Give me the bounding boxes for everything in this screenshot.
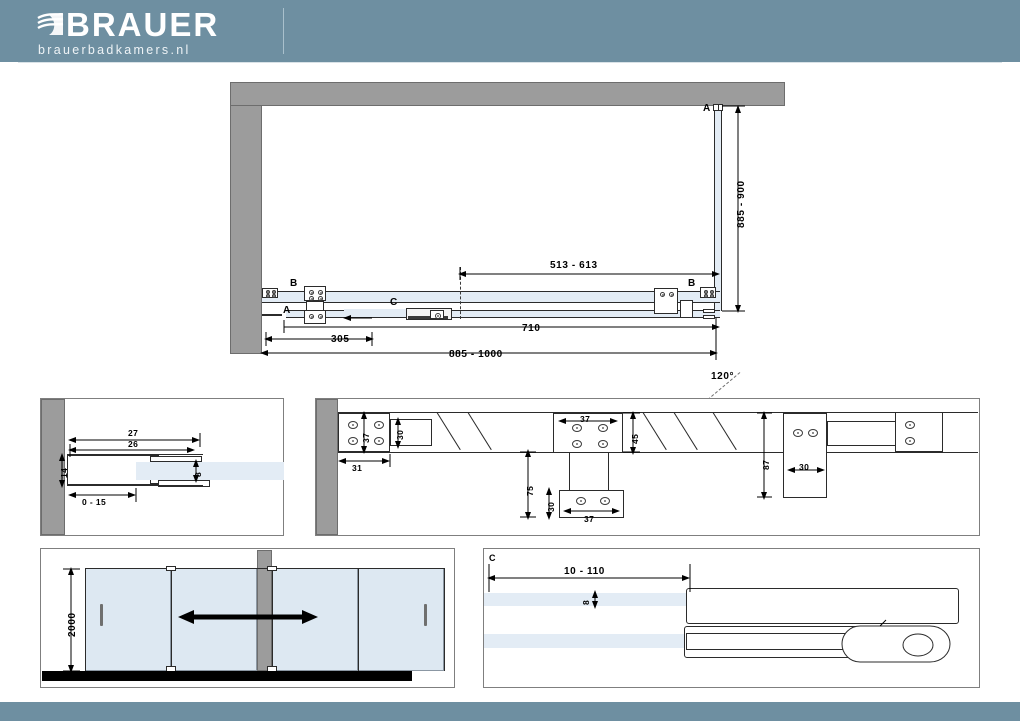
- brand-website: brauerbadkamers.nl: [38, 43, 191, 57]
- dim-text-profile-outer-depth: 27: [128, 428, 139, 438]
- detail-marker-a-left: A: [283, 305, 291, 316]
- elevation-handle-left: [100, 604, 103, 626]
- dim-text-adjustment-range: 0 - 15: [82, 497, 107, 507]
- header-divider-rule: [18, 62, 1002, 63]
- brauer-wave-logo-icon: [36, 13, 66, 39]
- brand-name: BRAUER: [66, 6, 220, 43]
- right-lower-clip2: [703, 315, 715, 319]
- dim-text-hinge-plate-width-top: 37: [580, 414, 591, 424]
- detail-c-tag: C: [489, 553, 496, 563]
- left-wall-clip-upper: [262, 288, 278, 298]
- detail-a-wall: [41, 399, 65, 535]
- elevation-handle-right: [424, 604, 427, 626]
- elevation-glass-right-fixed: [358, 568, 444, 671]
- glass-clamp-end-plate: [895, 412, 943, 452]
- roller-bracket-top-left: [166, 566, 176, 571]
- dim-text-fixed-panel-width: 305: [331, 334, 350, 345]
- horizontal-wall: [230, 82, 785, 106]
- right-hinge-block: [680, 300, 693, 318]
- dim-text-glass-thickness-c: 8: [581, 599, 591, 605]
- glass-clamp-body: [783, 413, 827, 498]
- profile-bottom-plate: [158, 480, 210, 487]
- vertical-wall: [230, 82, 262, 354]
- dim-text-overall-width: 885 - 1000: [449, 349, 503, 360]
- lower-glass-line: [286, 311, 720, 317]
- dim-text-latch-travel: 10 - 110: [564, 566, 605, 577]
- side-glass-panel: [714, 106, 721, 311]
- right-wall-clip: [700, 287, 716, 298]
- latch-glass-stub: [344, 309, 410, 313]
- elevation-floor: [42, 671, 412, 681]
- detail-marker-c: C: [390, 297, 398, 308]
- dim-text-rail-length: 710: [522, 323, 541, 334]
- extension-line-left-door: [460, 267, 461, 319]
- footer-bar: [0, 702, 1020, 721]
- left-hinge-lower-plate: [304, 310, 326, 324]
- dim-text-hinge-plate-width-bottom: 37: [584, 514, 595, 524]
- elevation-glass-left-fixed: [85, 568, 171, 671]
- upper-rail-fill: [262, 292, 720, 302]
- detail-b-wall: [316, 399, 338, 535]
- profile-inner-top-lip: [150, 456, 202, 462]
- detail-a-glass: [136, 462, 284, 480]
- brand-logo: BRAUER brauerbadkamers.nl: [36, 8, 296, 58]
- dim-text-bracket-width: 31: [352, 463, 363, 473]
- detail-marker-b-right: B: [688, 278, 696, 289]
- dim-text-clamp-width: 30: [799, 462, 810, 472]
- elevation-center-wall: [257, 550, 272, 671]
- dim-text-profile-inner-depth: 26: [128, 439, 139, 449]
- header-bar: [0, 0, 1020, 62]
- dim-text-door-leaf-width: 513 - 613: [550, 260, 598, 271]
- detail-marker-b-left: B: [290, 278, 298, 289]
- detail-c-latch-upper-body: [686, 588, 959, 624]
- roller-bracket-top-right: [267, 566, 277, 571]
- right-lower-clip: [703, 309, 715, 313]
- header-vertical-divider: [283, 8, 284, 54]
- dim-text-opening-angle: 120°: [711, 371, 735, 382]
- detail-marker-a-top: A: [703, 103, 711, 114]
- right-hinge-plate: [654, 288, 678, 314]
- glass-clamp-arm: [827, 421, 899, 446]
